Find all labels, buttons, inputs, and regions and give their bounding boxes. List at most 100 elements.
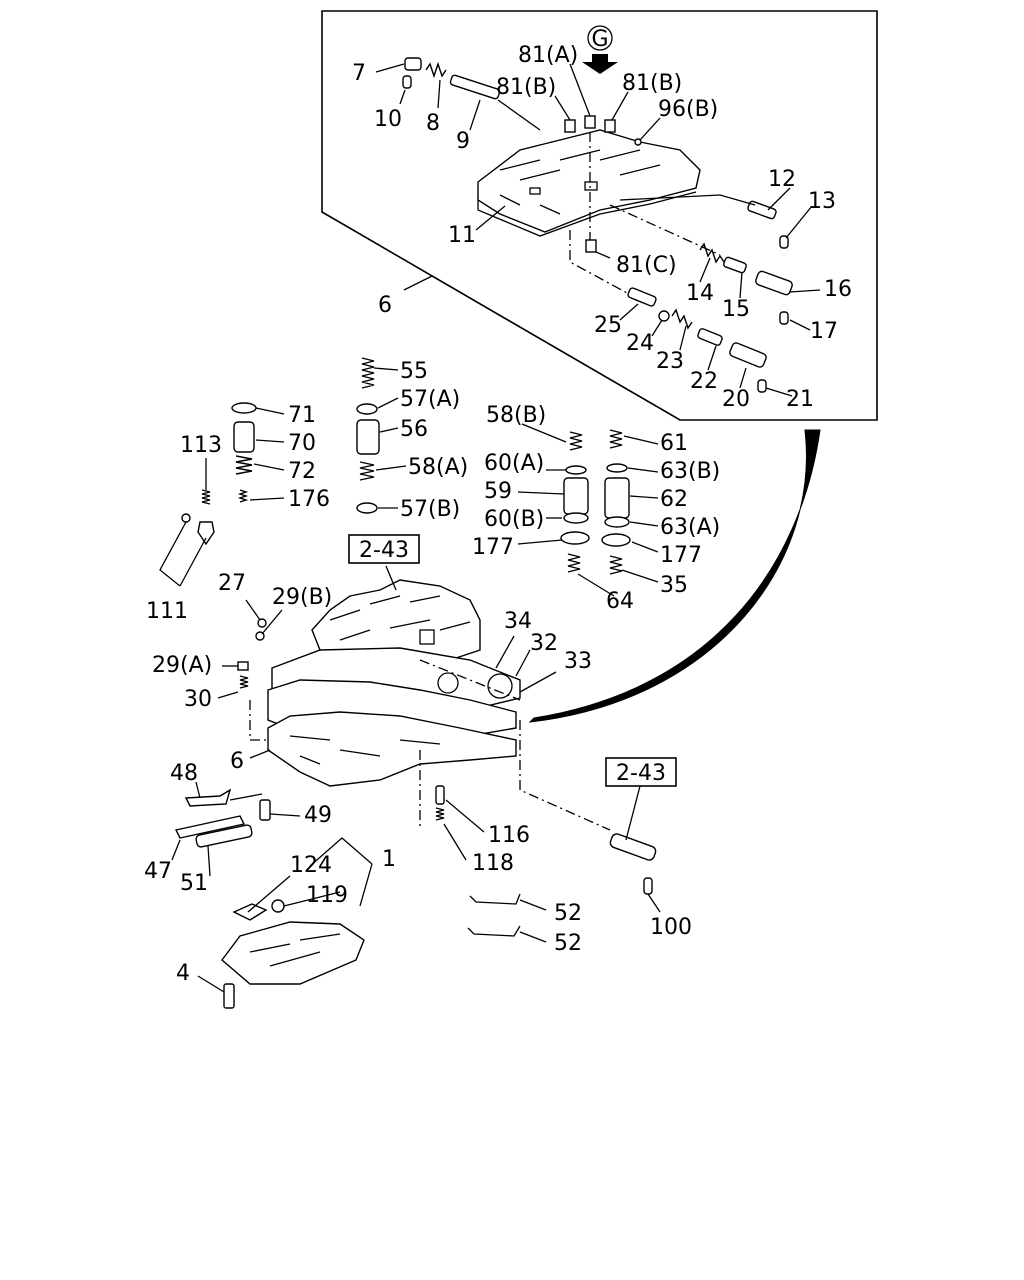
- callout-124: 124: [290, 853, 332, 878]
- plug-81b-right: [604, 119, 616, 133]
- spring-61: [609, 429, 623, 449]
- pin-17: [779, 311, 789, 325]
- callout-34: 34: [504, 609, 532, 634]
- piston-59: [563, 477, 589, 515]
- callout-25: 25: [594, 313, 622, 338]
- lower-valve-body-main: [267, 711, 517, 787]
- callout-23: 23: [656, 349, 684, 374]
- callout-111: 111: [146, 599, 188, 624]
- piston-70: [233, 421, 255, 453]
- cap-71: [231, 402, 257, 414]
- callout-81b-left: 81(B): [496, 75, 556, 100]
- view-marker-label: G: [591, 27, 608, 52]
- callout-56: 56: [400, 417, 428, 442]
- callout-48: 48: [170, 761, 198, 786]
- ref-box-lower: [605, 757, 677, 787]
- valve-15: [723, 256, 747, 274]
- spring-176: [237, 489, 249, 503]
- pin-10: [402, 75, 412, 89]
- callout-17: 17: [810, 319, 838, 344]
- centerline-lower-1: [249, 700, 270, 741]
- callout-21: 21: [786, 387, 814, 412]
- callout-35: 35: [660, 573, 688, 598]
- spring-55: [361, 357, 375, 389]
- seal-57b: [356, 502, 378, 514]
- bolt-49: [259, 799, 271, 821]
- callout-71: 71: [288, 403, 316, 428]
- callout-20: 20: [722, 387, 750, 412]
- sleeve-20: [729, 342, 767, 368]
- upper-valve-body: [477, 129, 701, 237]
- callout-51: 51: [180, 871, 208, 896]
- spring-113: [201, 489, 211, 505]
- callout-24: 24: [626, 331, 654, 356]
- callout-6-mid: 6: [230, 749, 244, 774]
- pin-13: [779, 235, 789, 249]
- leader-lines-lower: [159, 367, 661, 993]
- bolt-116: [435, 785, 445, 805]
- ring-29a: [237, 661, 249, 671]
- callout-58a: 58(A): [408, 455, 468, 480]
- callout-15: 15: [722, 297, 750, 322]
- valve-111: [197, 521, 215, 546]
- seal-63b: [606, 463, 628, 473]
- ref-box-upper: [348, 534, 420, 564]
- callout-16: 16: [824, 277, 852, 302]
- callout-33: 33: [564, 649, 592, 674]
- callout-52-lower: 52: [554, 931, 582, 956]
- callout-100: 100: [650, 915, 692, 940]
- plug-81c: [585, 239, 597, 253]
- spring-64: [567, 553, 581, 573]
- pin-100: [643, 877, 653, 895]
- callout-63b: 63(B): [660, 459, 720, 484]
- spring-23: [671, 308, 693, 330]
- plug-81b-left: [564, 119, 576, 133]
- callout-12: 12: [768, 167, 796, 192]
- valve-12: [747, 200, 777, 220]
- piston-56: [356, 419, 380, 455]
- callout-47: 47: [144, 859, 172, 884]
- callout-14: 14: [686, 281, 714, 306]
- centerline-lower-4: [419, 659, 521, 701]
- callout-113: 113: [180, 433, 222, 458]
- spring-14: [699, 242, 725, 264]
- ref-box-lower-label: 2-43: [616, 761, 666, 786]
- callout-55: 55: [400, 359, 428, 384]
- valve-22: [697, 328, 723, 346]
- spring-35: [609, 555, 623, 575]
- spring-72: [235, 455, 253, 475]
- callout-57b: 57(B): [400, 497, 460, 522]
- callout-62: 62: [660, 487, 688, 512]
- centerline-diagonal-1: [609, 204, 721, 256]
- callout-52-upper: 52: [554, 901, 582, 926]
- centerline-lower-3: [519, 720, 611, 831]
- ring-177-left: [560, 531, 590, 545]
- callout-49: 49: [304, 803, 332, 828]
- spring-58a: [359, 461, 375, 481]
- washer-24: [658, 310, 670, 322]
- oil-strainer-1: [221, 921, 365, 985]
- valve-25: [627, 287, 657, 307]
- callout-7: 7: [352, 61, 366, 86]
- callout-6-top: 6: [378, 293, 392, 318]
- callout-59: 59: [484, 479, 512, 504]
- callout-61: 61: [660, 431, 688, 456]
- plug-7: [404, 57, 422, 71]
- callout-96b: 96(B): [658, 97, 718, 122]
- callout-11: 11: [448, 223, 476, 248]
- ball-96b: [634, 138, 642, 146]
- solenoid-2-43: [609, 833, 657, 861]
- leader-lines-inset: [375, 63, 821, 421]
- plug-81a: [584, 115, 596, 129]
- callout-70: 70: [288, 431, 316, 456]
- spring-118: [435, 807, 445, 821]
- centerline-diagonal-2: [569, 230, 641, 301]
- callout-57a: 57(A): [400, 387, 460, 412]
- callout-58b: 58(B): [486, 403, 546, 428]
- valve-9: [449, 74, 501, 100]
- ball-27: [257, 618, 267, 628]
- callout-118: 118: [472, 851, 514, 876]
- sleeve-16: [755, 270, 793, 296]
- spring-58b: [569, 431, 583, 451]
